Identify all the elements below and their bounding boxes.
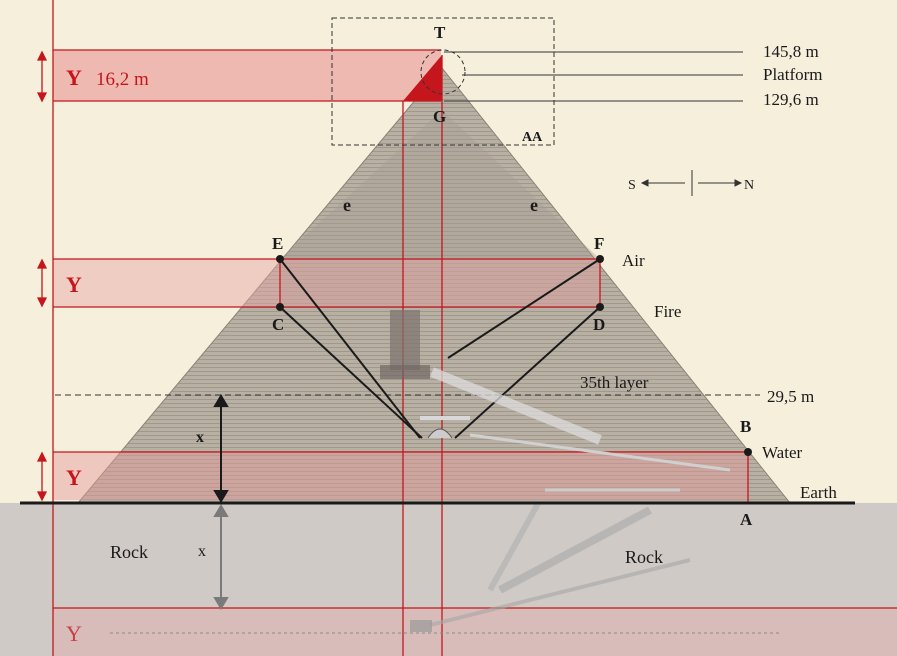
rock-underground <box>0 503 897 656</box>
y-label-3: Y <box>66 465 82 490</box>
internal-chambers <box>380 310 731 632</box>
element-air: Air <box>622 251 645 270</box>
platform-circle <box>420 49 466 95</box>
label-c: C <box>272 315 284 334</box>
pyramid-body <box>78 68 790 503</box>
edge-e-right: e <box>530 195 538 215</box>
label-aa: AA <box>522 130 543 145</box>
label-e: E <box>272 234 283 253</box>
construction-lines <box>279 258 601 439</box>
band-y3 <box>53 452 748 500</box>
compass-south: S <box>628 178 636 193</box>
element-water: Water <box>762 443 802 462</box>
detail-box <box>331 17 555 146</box>
x-arrow-lower <box>213 504 229 610</box>
compass-north: N <box>744 178 754 193</box>
x-arrow-upper <box>213 394 229 503</box>
y-label-4: Y <box>66 621 82 646</box>
y-value-1: 16,2 m <box>96 69 149 90</box>
element-fire: Fire <box>654 302 681 321</box>
point-markers <box>276 255 752 456</box>
label-d: D <box>593 315 605 334</box>
apex-triangle <box>403 55 442 101</box>
height-top: 145,8 m <box>763 42 819 61</box>
height-platform-base: 129,6 m <box>763 90 819 109</box>
y-label-1: Y <box>66 65 82 90</box>
height-layer: 29,5 m <box>767 387 814 406</box>
rock-label-right: Rock <box>625 547 663 567</box>
x-label-upper: x <box>196 429 204 446</box>
element-earth: Earth <box>800 483 837 502</box>
layer-label: 35th layer <box>580 373 649 392</box>
y-arrows <box>36 50 48 502</box>
band-y2 <box>53 259 600 307</box>
label-f: F <box>594 234 604 253</box>
label-t: T <box>434 23 446 42</box>
compass-arrow <box>640 170 743 196</box>
height-platform: Platform <box>763 65 823 84</box>
y-label-2: Y <box>66 272 82 297</box>
label-g: G <box>433 107 446 126</box>
band-y1 <box>53 50 441 101</box>
x-label-lower: x <box>198 543 206 560</box>
height-leaders <box>444 51 743 102</box>
band-y4 <box>53 608 897 656</box>
label-b: B <box>740 417 751 436</box>
edge-e-left: e <box>343 195 351 215</box>
red-guides <box>52 0 897 656</box>
inner-shade <box>280 110 600 307</box>
label-a: A <box>740 510 753 529</box>
rock-label-left: Rock <box>110 542 148 562</box>
